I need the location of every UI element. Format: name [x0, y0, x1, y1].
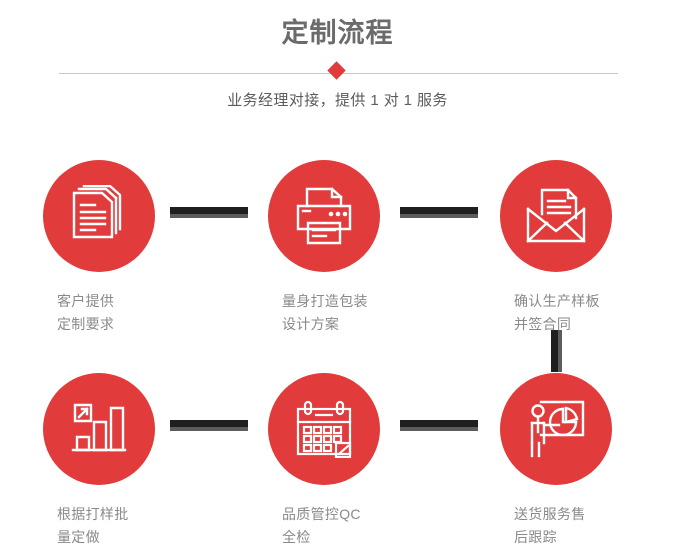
diamond-icon	[326, 61, 346, 80]
flow-step-2-label: 量身打造包装 设计方案	[282, 293, 368, 332]
connector-bar-shadow	[558, 330, 562, 372]
connector-bar-dark	[551, 330, 558, 372]
process-flow-diagram: 客户提供 定制要求 量身打造包装 设计方案	[0, 125, 675, 550]
connector-step2-step3	[400, 207, 478, 218]
connector-bar-shadow	[400, 214, 478, 218]
flow-step-5-circle[interactable]	[268, 373, 380, 485]
bar-chart-growth-icon	[69, 401, 129, 457]
connector-bar-dark	[170, 207, 248, 214]
flow-step-1-label: 客户提供 定制要求	[57, 293, 115, 332]
connector-bar-shadow	[170, 214, 248, 218]
printer-icon	[292, 185, 356, 247]
title-divider	[59, 61, 618, 80]
connector-step3-step6	[551, 330, 562, 372]
connector-step4-step5	[170, 420, 248, 431]
page-title: 定制流程	[281, 18, 394, 48]
flow-step-5-label: 品质管控QC 全检	[282, 506, 361, 545]
connector-bar-shadow	[400, 427, 478, 431]
flow-step-6-label: 送货服务售 后跟踪	[514, 506, 586, 545]
flow-step-4-circle[interactable]	[43, 373, 155, 485]
flow-step-6-circle[interactable]	[500, 373, 612, 485]
calendar-icon	[294, 400, 354, 458]
flow-step-3-circle[interactable]	[500, 160, 612, 272]
flow-step-2-circle[interactable]	[268, 160, 380, 272]
flow-step-3-label: 确认生产样板 并签合同	[514, 293, 600, 332]
connector-step1-step2	[170, 207, 248, 218]
connector-step5-step6	[400, 420, 478, 431]
flow-step-1-circle[interactable]	[43, 160, 155, 272]
presentation-person-icon	[525, 399, 587, 459]
connector-bar-shadow	[170, 427, 248, 431]
header-section: 定制流程 业务经理对接，提供 1 对 1 服务	[0, 0, 675, 125]
flow-step-4-label: 根据打样批 量定做	[57, 506, 129, 545]
connector-bar-dark	[400, 420, 478, 427]
page-subtitle: 业务经理对接，提供 1 对 1 服务	[227, 92, 448, 109]
connector-bar-dark	[170, 420, 248, 427]
connector-bar-dark	[400, 207, 478, 214]
documents-stack-icon	[68, 185, 130, 247]
envelope-document-icon	[524, 187, 588, 245]
